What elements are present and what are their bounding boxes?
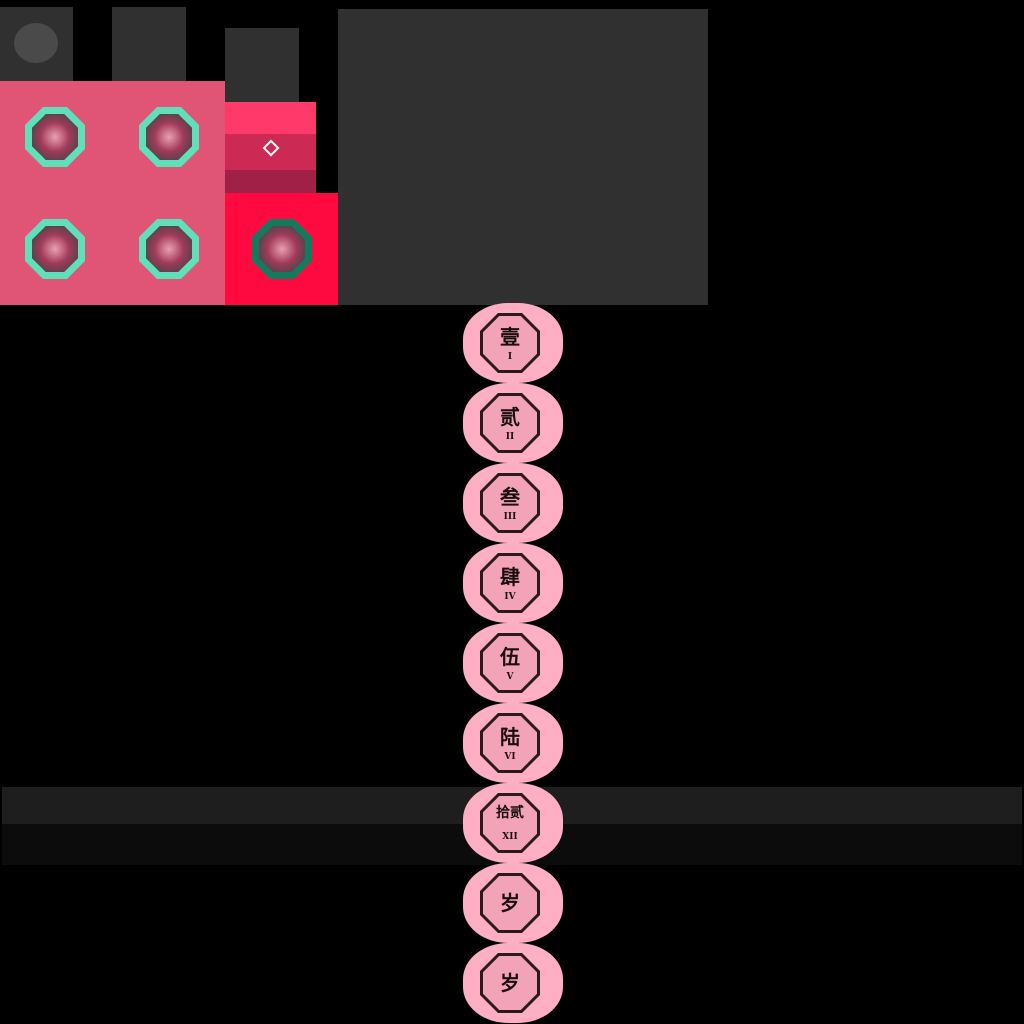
medallion-numeral: VI bbox=[504, 751, 516, 762]
medallion-char: 岁 bbox=[500, 890, 520, 915]
medallion-numeral: IV bbox=[504, 591, 516, 602]
medallion-char: 岁 bbox=[500, 970, 520, 995]
medallion-frame: 岁 bbox=[480, 873, 540, 933]
medallion-frame: 壹 I bbox=[480, 313, 540, 373]
medallion-face: 拾贰 XII bbox=[483, 796, 537, 850]
medallion-face: 贰 II bbox=[483, 396, 537, 450]
medallion-4: 肆 IV bbox=[455, 543, 570, 623]
spirit-icon bbox=[252, 219, 312, 279]
medallion-numeral: XII bbox=[502, 831, 518, 842]
smoke-sprite bbox=[14, 23, 58, 63]
large-empty-slot bbox=[338, 9, 708, 305]
chains-icon bbox=[139, 107, 199, 167]
empty-slot-1 bbox=[0, 7, 73, 81]
crosshair-icon bbox=[25, 107, 85, 167]
spirit-panel bbox=[225, 193, 338, 305]
empty-slot-2 bbox=[112, 7, 186, 81]
medallion-7: 拾贰 XII bbox=[455, 783, 570, 863]
medallion-frame: 拾贰 XII bbox=[480, 793, 540, 853]
icon-panel bbox=[0, 81, 225, 305]
lotus-icon bbox=[25, 219, 85, 279]
medallion-6: 陆 VI bbox=[455, 703, 570, 783]
medallion-face: 伍 V bbox=[483, 636, 537, 690]
diamond-icon bbox=[262, 139, 280, 157]
medallion-9: 岁 bbox=[455, 943, 570, 1023]
medallion-char: 肆 bbox=[500, 564, 520, 589]
medallion-frame: 叁 III bbox=[480, 473, 540, 533]
medallion-char: 叁 bbox=[500, 484, 520, 509]
medallion-frame: 肆 IV bbox=[480, 553, 540, 613]
medallion-frame: 贰 II bbox=[480, 393, 540, 453]
medallion-frame: 伍 V bbox=[480, 633, 540, 693]
medallion-char: 陆 bbox=[500, 724, 520, 749]
medallion-3: 叁 III bbox=[455, 463, 570, 543]
medallion-frame: 陆 VI bbox=[480, 713, 540, 773]
medallion-face: 叁 III bbox=[483, 476, 537, 530]
medallion-char: 壹 bbox=[500, 324, 520, 349]
scroll-icon bbox=[139, 219, 199, 279]
medallion-face: 岁 bbox=[483, 956, 537, 1010]
medallion-numeral: I bbox=[507, 351, 513, 362]
medallion-numeral: III bbox=[503, 511, 517, 522]
medallion-face: 陆 VI bbox=[483, 716, 537, 770]
medallion-face: 岁 bbox=[483, 876, 537, 930]
medallion-2: 贰 II bbox=[455, 383, 570, 463]
medallion-face: 肆 IV bbox=[483, 556, 537, 610]
medallion-numeral: II bbox=[505, 431, 515, 442]
medallion-face: 壹 I bbox=[483, 316, 537, 370]
medallion-char: 贰 bbox=[500, 404, 520, 429]
medallion-1: 壹 I bbox=[455, 303, 570, 383]
empty-slot-3 bbox=[225, 28, 299, 102]
medallion-5: 伍 V bbox=[455, 623, 570, 703]
medallion-frame: 岁 bbox=[480, 953, 540, 1013]
pendant-sprite bbox=[225, 102, 316, 193]
medallion-char: 拾贰 bbox=[496, 804, 524, 821]
medallion-8: 岁 bbox=[455, 863, 570, 943]
medallion-char: 伍 bbox=[500, 644, 520, 669]
medallion-numeral: V bbox=[506, 671, 514, 682]
